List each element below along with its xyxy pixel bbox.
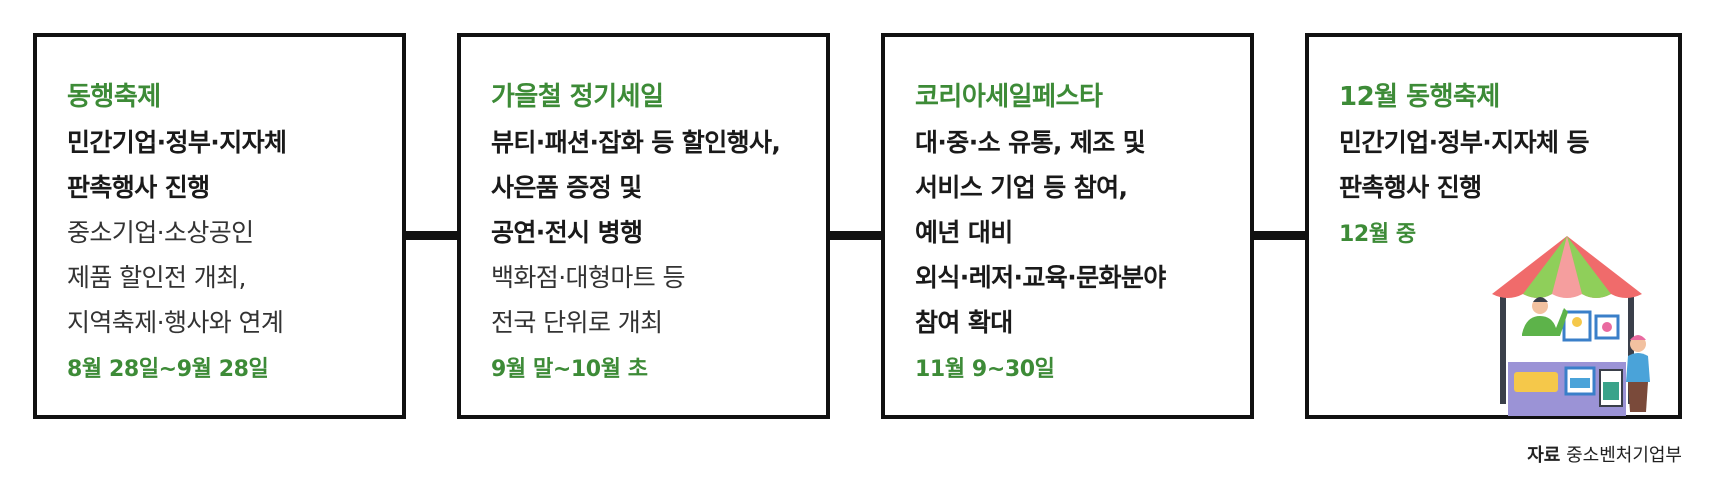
step-title: 가을철 정기세일 <box>491 82 664 112</box>
step-date: 8월 28일~9월 28일 <box>67 357 269 382</box>
step-title: 12월 동행축제 <box>1339 82 1500 112</box>
connector-3-4 <box>1253 231 1305 240</box>
step-bold-line: 사은품 증정 및 <box>491 173 642 202</box>
step-date: 12월 중 <box>1339 222 1416 247</box>
step-box-1: 동행축제 민간기업·정부·지자체 판촉행사 진행 중소기업·소상공인 제품 할인… <box>33 33 406 419</box>
step-regular-line: 지역축제·행사와 연계 <box>67 308 284 337</box>
step-bold-line: 서비스 기업 등 참여, <box>915 173 1128 202</box>
step-bold-line: 대·중·소 유통, 제조 및 <box>915 128 1146 157</box>
step-bold-line: 판촉행사 진행 <box>1339 173 1482 202</box>
step-box-3: 코리아세일페스타 대·중·소 유통, 제조 및 서비스 기업 등 참여, 예년 … <box>881 33 1254 419</box>
market-stall-icon <box>1492 236 1650 416</box>
source-note: 자료 중소벤처기업부 <box>1527 441 1682 467</box>
step-bold-line: 공연·전시 병행 <box>491 218 643 247</box>
step-date: 11월 9~30일 <box>915 357 1055 382</box>
step-bold-line: 민간기업·정부·지자체 <box>67 128 287 157</box>
source-text: 중소벤처기업부 <box>1566 445 1682 466</box>
step-regular-line: 전국 단위로 개최 <box>491 308 663 337</box>
step-bold-line: 민간기업·정부·지자체 등 <box>1339 128 1590 157</box>
step-bold-line: 판촉행사 진행 <box>67 173 210 202</box>
connector-1-2 <box>405 231 457 240</box>
source-label: 자료 <box>1527 445 1561 466</box>
step-box-2: 가을철 정기세일 뷰티·패션·잡화 등 할인행사, 사은품 증정 및 공연·전시… <box>457 33 830 419</box>
step-bold-line: 예년 대비 <box>915 218 1013 247</box>
step-bold-line: 외식·레저·교육·문화분야 <box>915 263 1166 292</box>
connector-2-3 <box>829 231 881 240</box>
step-box-4: 12월 동행축제 민간기업·정부·지자체 등 판촉행사 진행 12월 중 <box>1305 33 1682 419</box>
step-title: 동행축제 <box>67 82 161 112</box>
step-date: 9월 말~10월 초 <box>491 357 648 382</box>
step-regular-line: 백화점·대형마트 등 <box>491 263 686 292</box>
step-title: 코리아세일페스타 <box>915 82 1103 112</box>
step-bold-line: 뷰티·패션·잡화 등 할인행사, <box>491 128 781 157</box>
step-bold-line: 참여 확대 <box>915 308 1013 337</box>
step-regular-line: 제품 할인전 개최, <box>67 263 246 292</box>
step-regular-line: 중소기업·소상공인 <box>67 218 254 247</box>
